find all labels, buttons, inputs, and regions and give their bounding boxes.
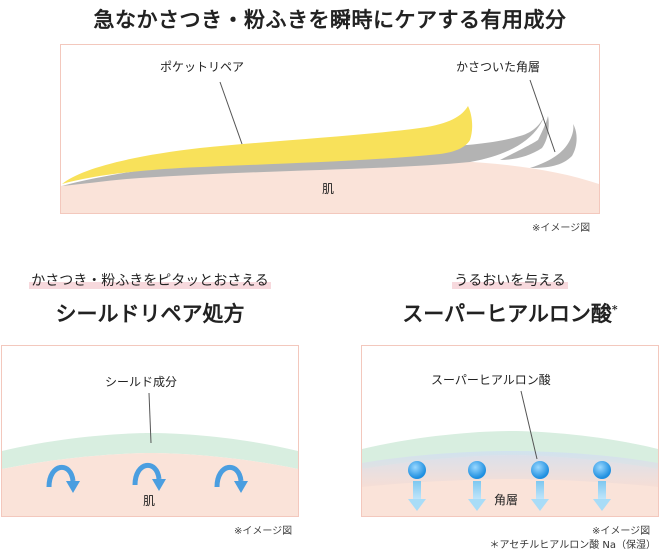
label-stratum: 角層 <box>494 493 519 507</box>
right-heading-mark: * <box>611 303 618 316</box>
leader-line-shield <box>148 392 152 444</box>
label-pocket-repair: ポケットリペア <box>160 60 245 74</box>
gray-flake-3 <box>530 124 577 168</box>
arrow-head-2 <box>152 479 166 491</box>
right-footnote: ＊アセチルヒアルロン酸 Na（保湿） <box>489 540 657 551</box>
shield-layer <box>2 433 298 469</box>
left-subtitle-text: かさつき・粉ふきをピタッとおさえる <box>29 273 271 289</box>
top-diagram-graphic <box>60 44 600 214</box>
leader-line-ha <box>520 390 538 460</box>
ha-drop-4 <box>593 461 611 511</box>
ha-drop-2 <box>468 461 486 511</box>
leader-line-pocket <box>219 81 243 145</box>
left-note: ※イメージ図 <box>234 526 293 537</box>
yellow-pocket-repair <box>62 106 473 184</box>
main-title: 急なかさつき・粉ふきを瞬時にケアする有用成分 <box>93 7 567 32</box>
bounce-arrow-2 <box>132 462 162 486</box>
right-heading: スーパーヒアルロン酸* <box>360 298 660 328</box>
ha-drop-3 <box>531 461 549 511</box>
leader-line-rough <box>529 79 556 153</box>
label-skin-top: 肌 <box>322 182 335 196</box>
gray-flake-1 <box>62 114 545 186</box>
gray-flake-2 <box>500 116 549 160</box>
right-subtitle-text: うるおいを与える <box>452 273 568 289</box>
top-note: ※イメージ図 <box>532 223 591 234</box>
arrow-head-3 <box>234 481 248 493</box>
left-diagram-graphic <box>1 345 299 517</box>
left-diagram: シールド成分 肌 <box>1 345 299 517</box>
label-ha-component: スーパーヒアルロン酸 <box>431 373 551 387</box>
arrow-head-1 <box>66 481 80 493</box>
right-diagram: スーパーヒアルロン酸 角層 <box>361 345 659 517</box>
label-shield-component: シールド成分 <box>105 375 178 389</box>
right-note: ※イメージ図 <box>592 526 651 537</box>
right-heading-text: スーパーヒアルロン酸 <box>402 301 612 326</box>
label-rough-layer: かさついた角層 <box>456 60 541 74</box>
left-heading: シールドリペア処方 <box>55 301 245 326</box>
left-subtitle: かさつき・粉ふきをピタッとおさえる <box>0 270 300 290</box>
ha-drop-1 <box>408 461 426 511</box>
bounce-arrow-1 <box>46 464 76 488</box>
right-subtitle: うるおいを与える <box>360 270 660 290</box>
top-diagram: ポケットリペア かさついた角層 肌 <box>60 44 600 214</box>
right-diagram-graphic <box>361 345 659 517</box>
label-skin-left: 肌 <box>143 494 156 508</box>
bounce-arrow-3 <box>214 464 244 488</box>
stratum-layer <box>362 451 658 487</box>
green-layer-right <box>362 431 658 469</box>
